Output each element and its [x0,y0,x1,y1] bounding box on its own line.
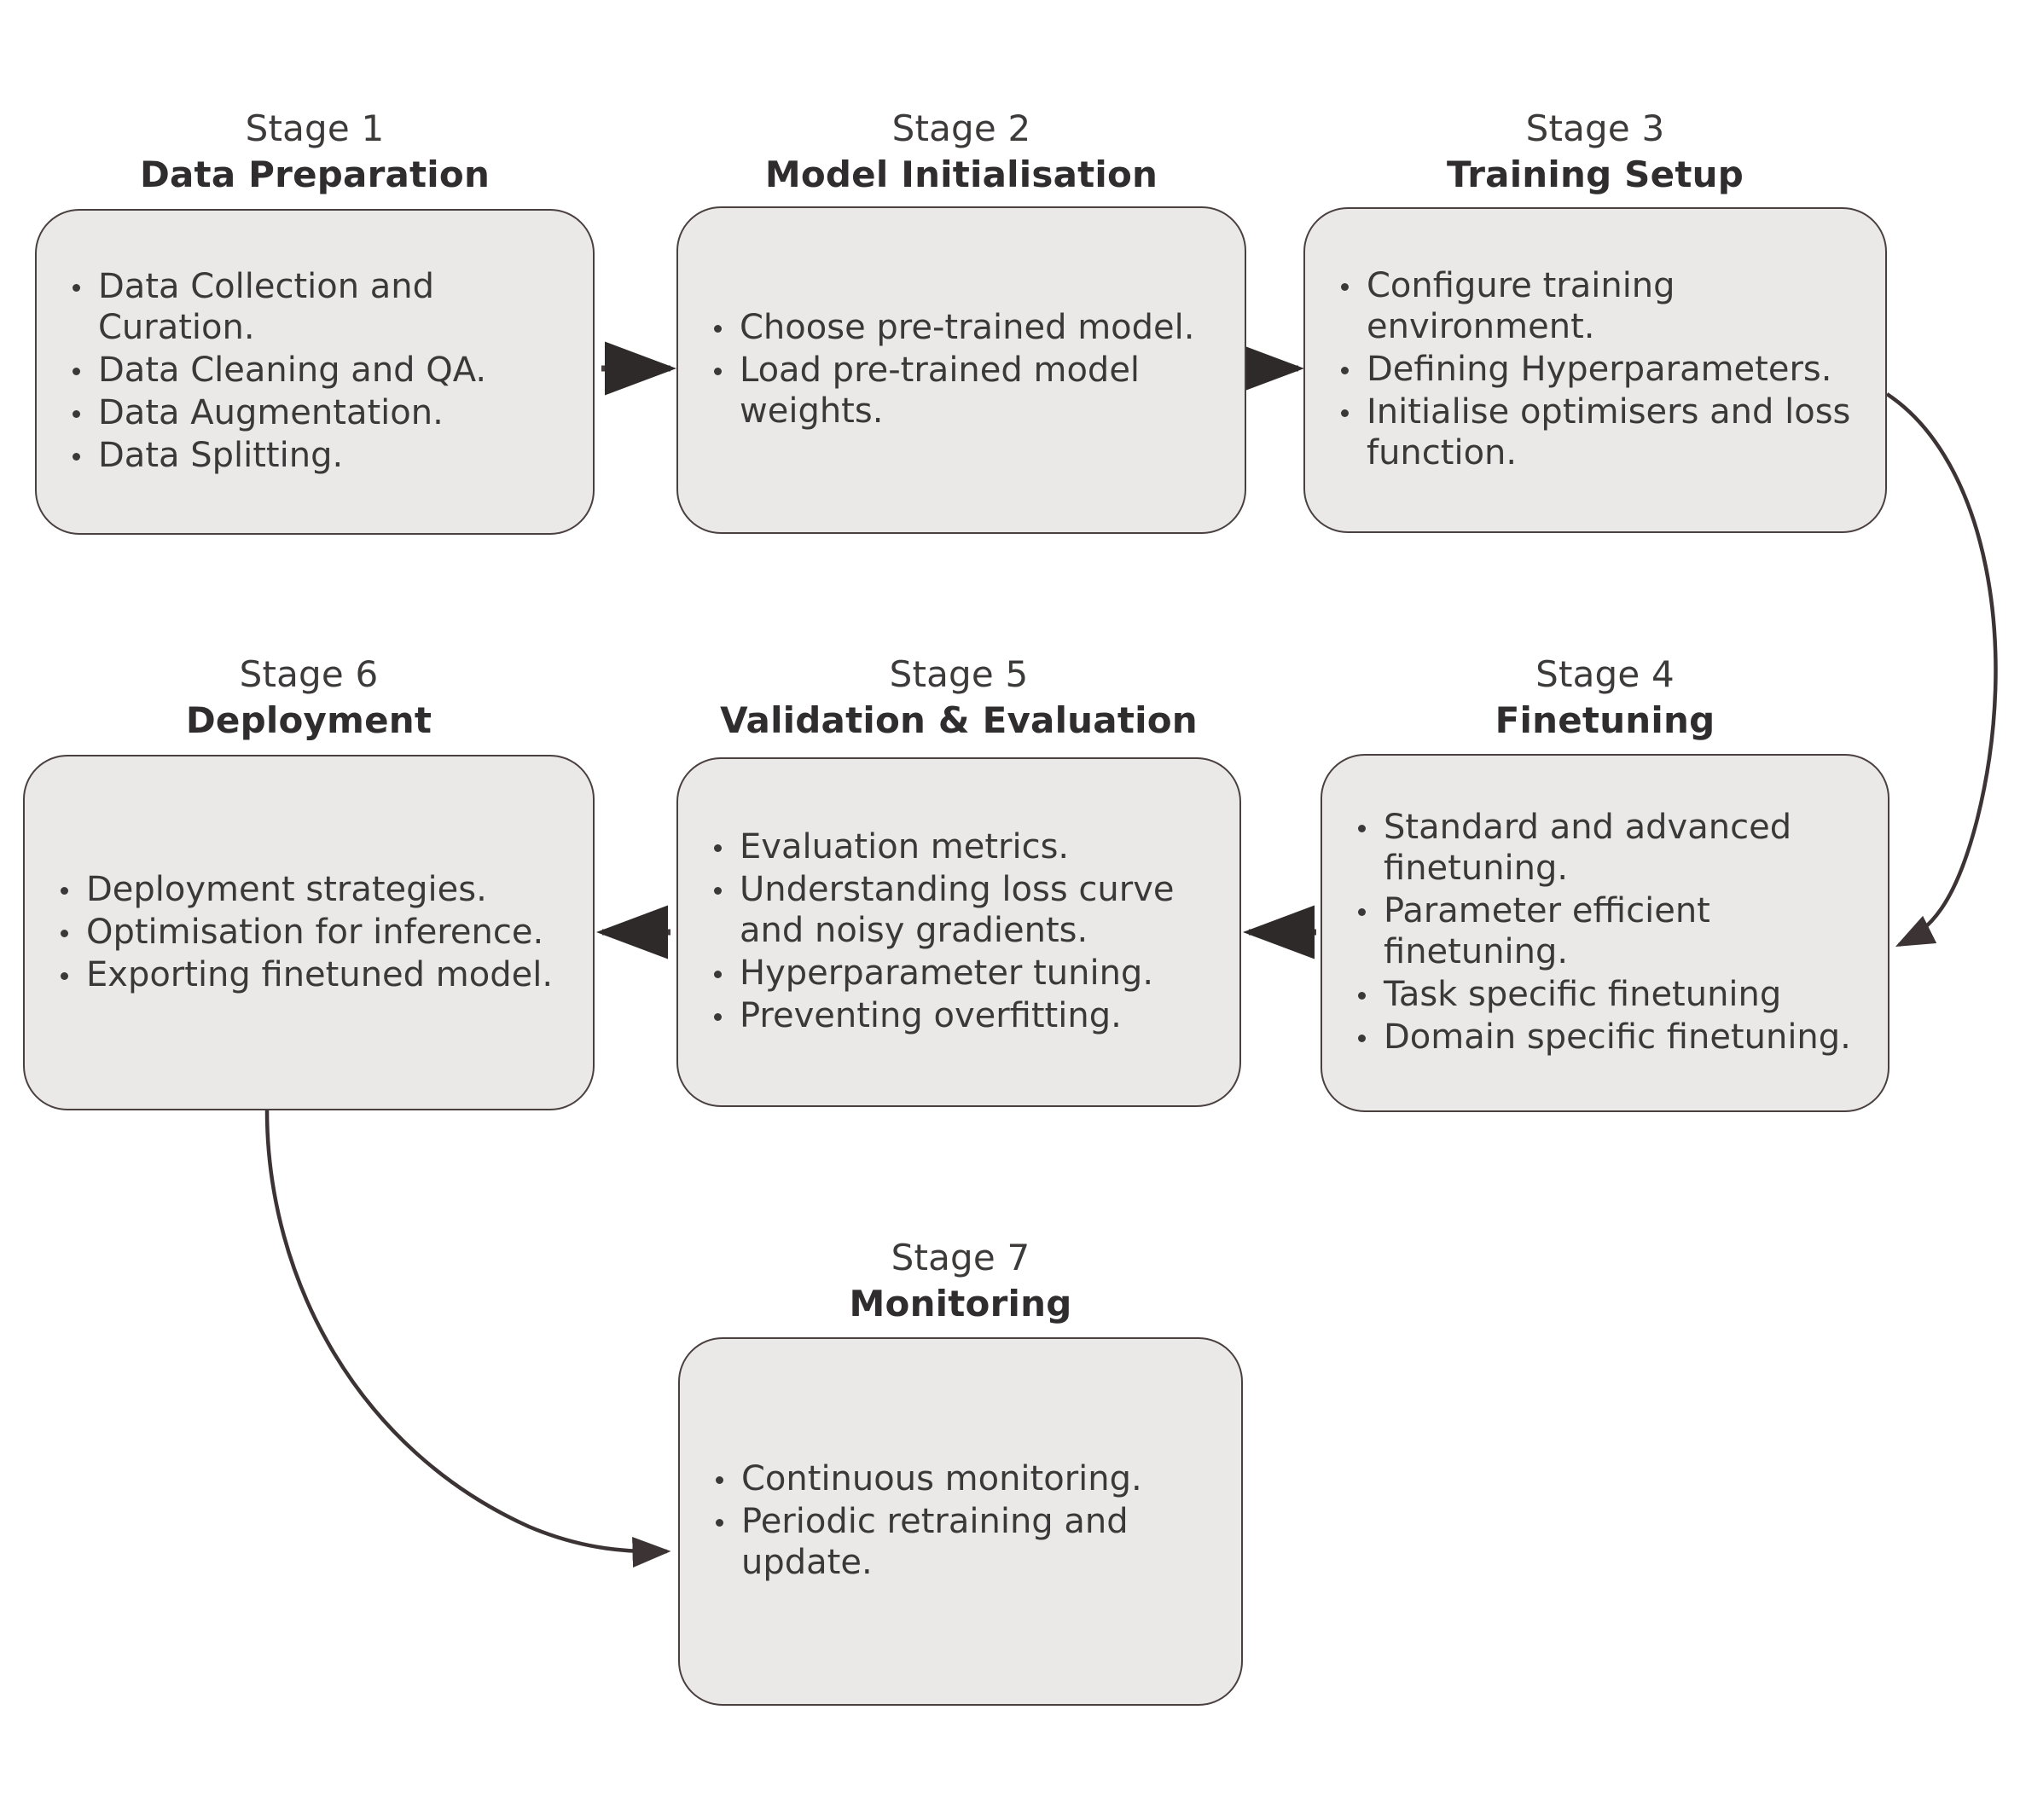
stage-7: Stage 7 Monitoring [678,1237,1243,1324]
list-item: Optimisation for inference. [54,912,569,953]
list-item: Exporting finetuned model. [54,954,569,995]
stage-4-number: Stage 4 [1535,653,1675,695]
list-item: Initialise optimisers and loss function. [1334,391,1861,473]
stage-7-box[interactable]: Continuous monitoring. Periodic retraini… [678,1337,1243,1706]
stage-5: Stage 5 Validation & Evaluation [676,653,1241,741]
stage-5-heading: Stage 5 Validation & Evaluation [676,653,1241,741]
stage-3-number: Stage 3 [1525,107,1665,149]
stage-2-bullet-list: Choose pre-trained model. Load pre-train… [678,307,1245,433]
stage-7-title: Monitoring [849,1282,1072,1324]
stage-1-title: Data Preparation [139,153,490,195]
stage-6: Stage 6 Deployment [23,653,595,741]
list-item: Data Splitting. [66,435,569,476]
list-item: Hyperparameter tuning. [707,953,1216,994]
list-item: Deployment strategies. [54,869,569,910]
list-item: Data Augmentation. [66,392,569,433]
stage-2-box[interactable]: Choose pre-trained model. Load pre-train… [676,206,1246,534]
stage-5-box[interactable]: Evaluation metrics. Understanding loss c… [676,757,1241,1107]
stage-4-title: Finetuning [1495,698,1715,741]
list-item: Load pre-trained model weights. [707,350,1221,432]
stage-4-heading: Stage 4 Finetuning [1321,653,1889,741]
list-item: Data Cleaning and QA. [66,350,569,391]
stage-1-box[interactable]: Data Collection and Curation. Data Clean… [35,209,595,535]
stage-2-number: Stage 2 [891,107,1031,149]
list-item: Domain specific finetuning. [1351,1017,1864,1058]
list-item: Preventing overfitting. [707,995,1216,1036]
list-item: Evaluation metrics. [707,826,1216,867]
arrow-stage6-to-stage7 [264,1110,671,1568]
stage-4-bullet-list: Standard and advanced finetuning. Parame… [1322,807,1888,1059]
stage-2-heading: Stage 2 Model Initialisation [676,107,1246,195]
stage-3-box[interactable]: Configure training environment. Defining… [1303,207,1887,533]
list-item: Understanding loss curve and noisy gradi… [707,869,1216,951]
list-item: Data Collection and Curation. [66,266,569,348]
stage-5-number: Stage 5 [889,653,1029,695]
stage-7-heading: Stage 7 Monitoring [678,1237,1243,1324]
stage-2: Stage 2 Model Initialisation [676,107,1246,195]
stage-3: Stage 3 Training Setup [1303,107,1887,195]
stage-1-bullet-list: Data Collection and Curation. Data Clean… [37,266,593,478]
stage-1-heading: Stage 1 Data Preparation [35,107,595,195]
stage-6-number: Stage 6 [239,653,379,695]
list-item: Standard and advanced finetuning. [1351,807,1864,889]
list-item: Defining Hyperparameters. [1334,349,1861,390]
stage-4: Stage 4 Finetuning [1321,653,1889,741]
list-item: Choose pre-trained model. [707,307,1221,348]
stage-5-title: Validation & Evaluation [720,698,1198,741]
stage-6-title: Deployment [185,698,432,741]
stage-3-title: Training Setup [1447,153,1744,195]
list-item: Parameter efficient finetuning. [1351,890,1864,972]
stage-4-box[interactable]: Standard and advanced finetuning. Parame… [1321,754,1889,1112]
stage-7-number: Stage 7 [891,1237,1030,1278]
stage-3-heading: Stage 3 Training Setup [1303,107,1887,195]
stage-6-bullet-list: Deployment strategies. Optimisation for … [25,869,593,997]
arrow-stage3-to-stage4 [1885,392,1998,948]
stage-3-bullet-list: Configure training environment. Defining… [1305,265,1885,475]
list-item: Task specific finetuning [1351,974,1864,1015]
stage-1-number: Stage 1 [245,107,385,149]
list-item: Configure training environment. [1334,265,1861,347]
stage-5-bullet-list: Evaluation metrics. Understanding loss c… [678,826,1239,1038]
list-item: Continuous monitoring. [709,1458,1217,1499]
stage-7-bullet-list: Continuous monitoring. Periodic retraini… [680,1458,1241,1585]
stage-1: Stage 1 Data Preparation [35,107,595,195]
list-item: Periodic retraining and update. [709,1501,1217,1583]
stage-6-box[interactable]: Deployment strategies. Optimisation for … [23,755,595,1110]
stage-6-heading: Stage 6 Deployment [23,653,595,741]
stage-2-title: Model Initialisation [764,153,1158,195]
